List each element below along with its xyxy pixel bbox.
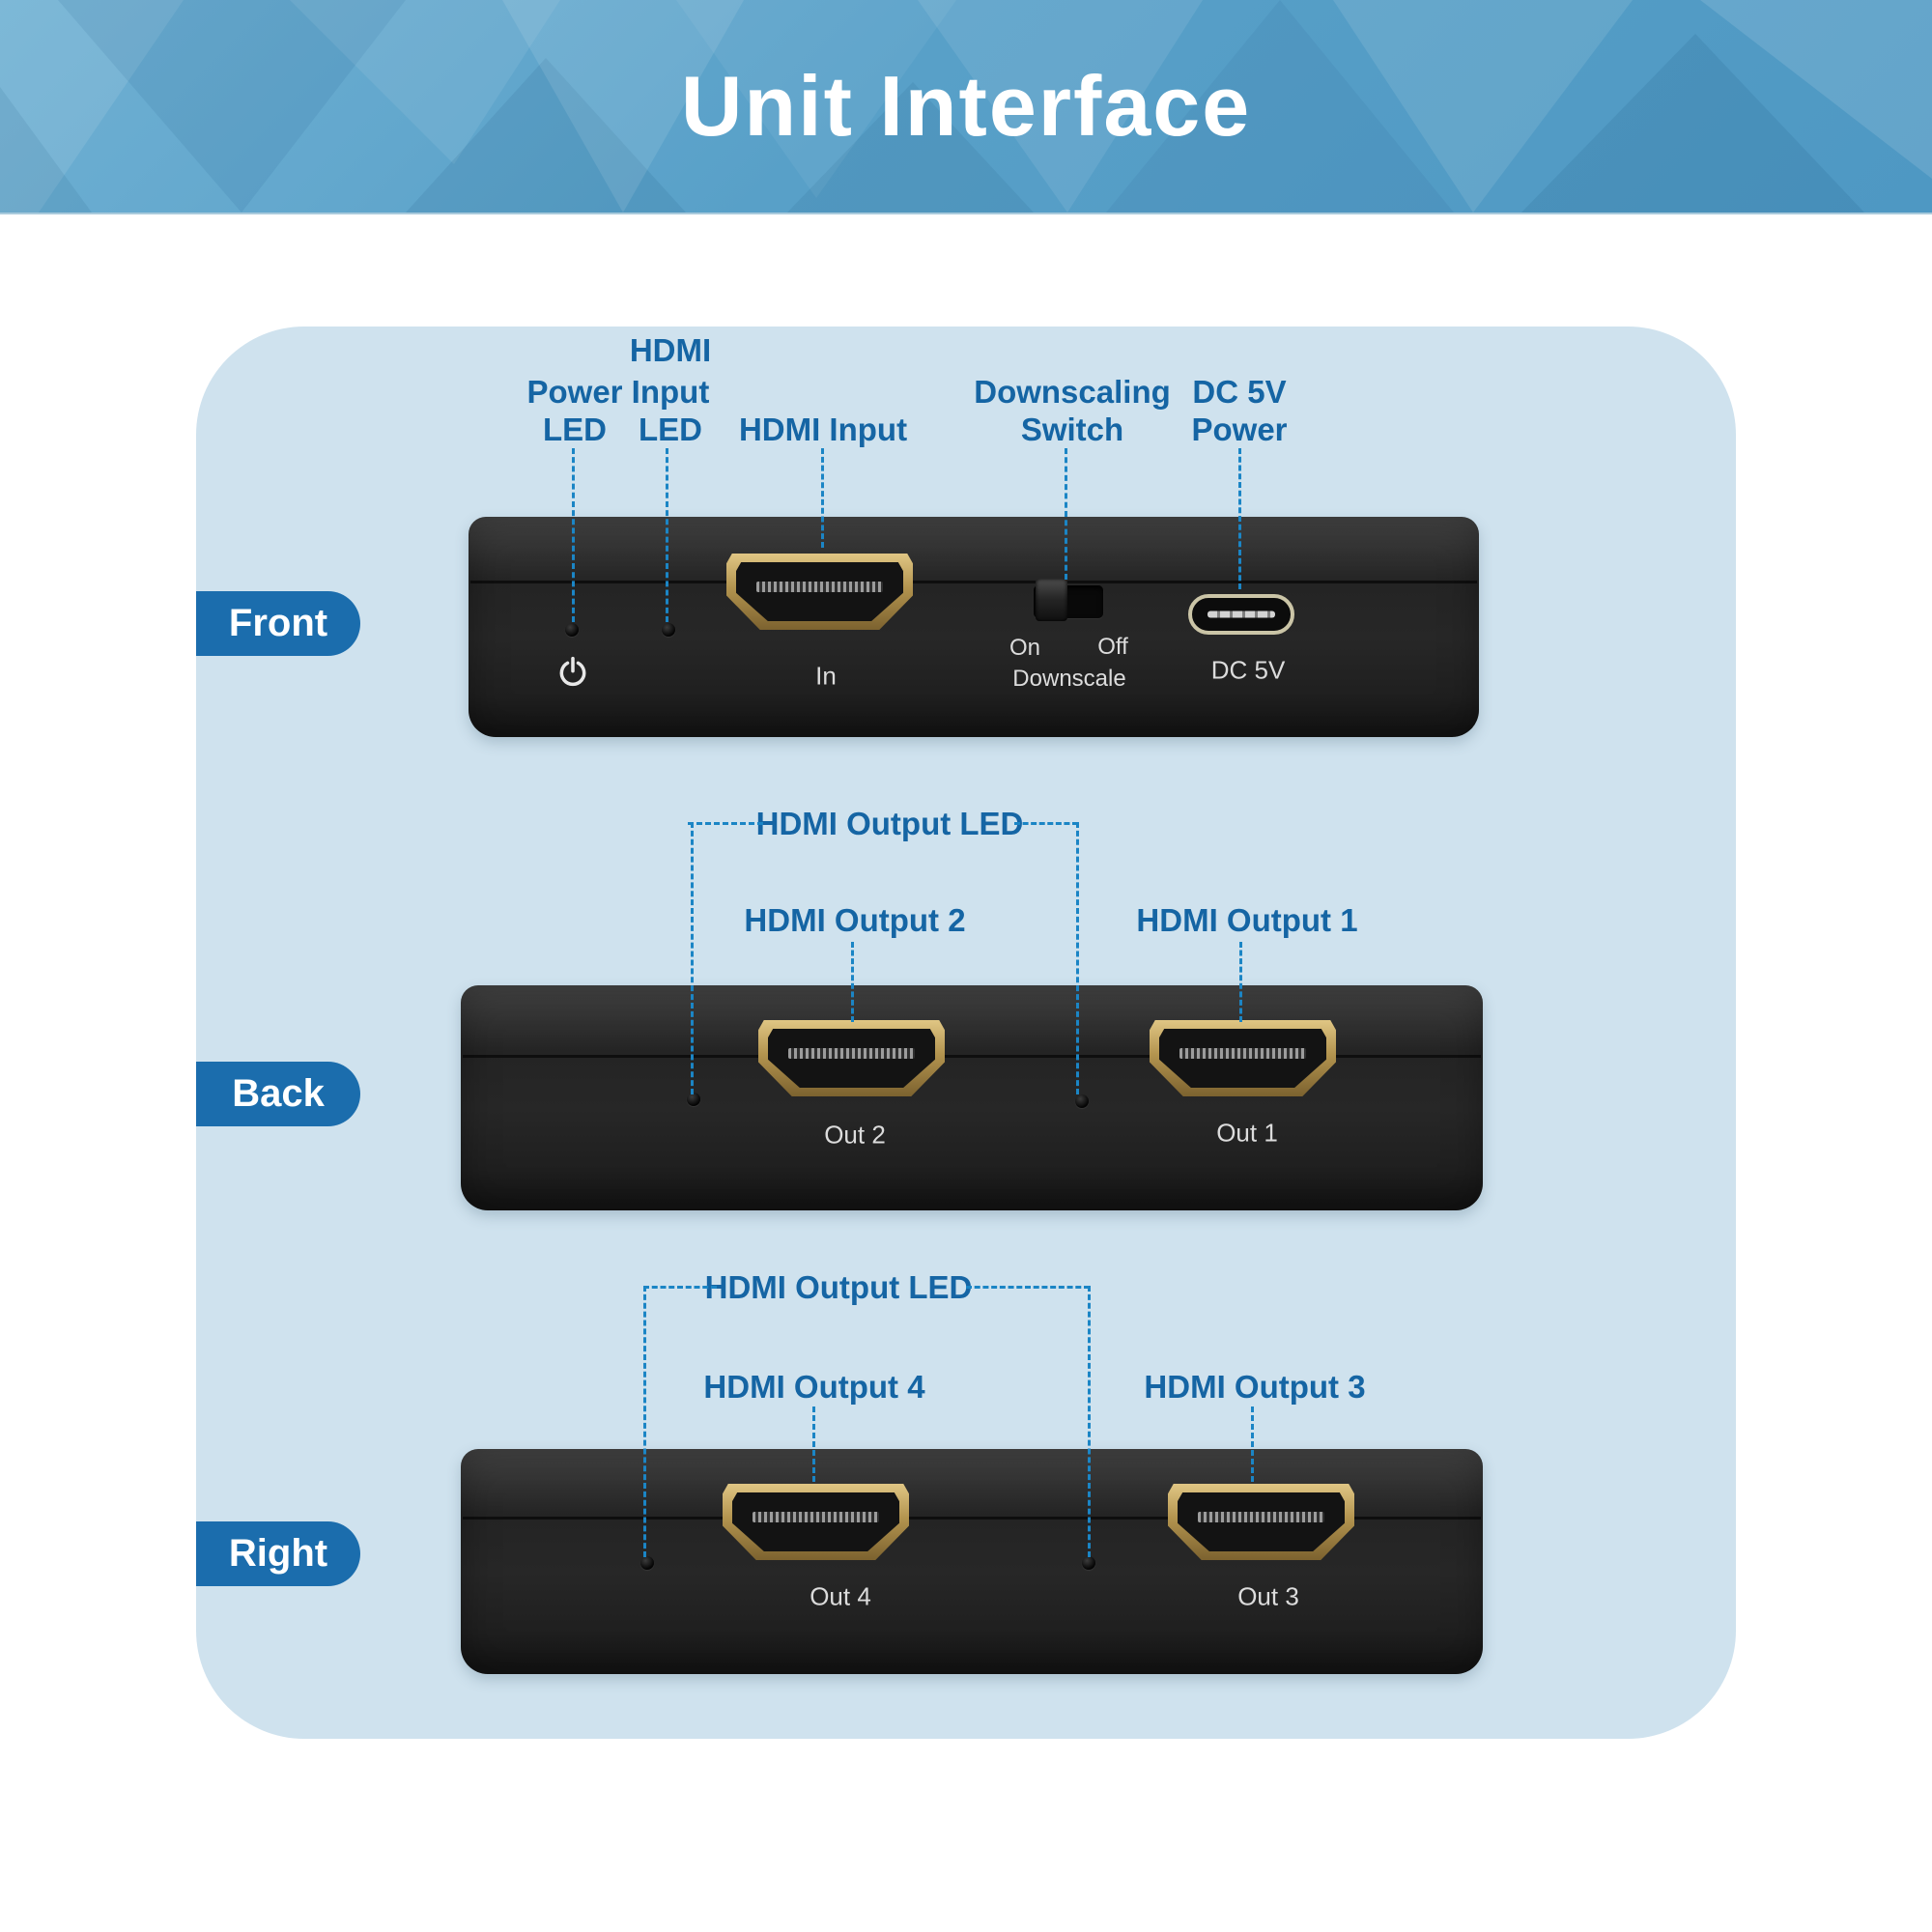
- page-title: Unit Interface: [680, 58, 1252, 154]
- device-front-view: In On Off Downscale DC 5V: [469, 517, 1479, 737]
- callout-downscaling-switch-line1: Downscaling: [974, 374, 1171, 410]
- leader-line-output-led-left: [691, 822, 694, 1094]
- callout-dc5v-power-line1: DC 5V: [1192, 374, 1287, 410]
- leader-line-hdmi-input: [821, 448, 824, 548]
- callout-hdmi-output4: HDMI Output 4: [703, 1369, 925, 1405]
- hdmi-output4-port-icon: [723, 1484, 909, 1560]
- leader-line-output-led-left-horizontal: [688, 822, 763, 825]
- leader-line-output-led-right-horizontal: [966, 1286, 1090, 1289]
- view-label-pill-right: Right: [196, 1521, 360, 1586]
- view-label-front: Front: [228, 602, 328, 644]
- callout-dc5v-power-line2: Power: [1191, 412, 1288, 447]
- leader-line-output-led-right: [1076, 822, 1079, 1094]
- hdmi-output1-led-hole: [1075, 1094, 1089, 1108]
- leader-line-hdmi-output4: [812, 1406, 815, 1482]
- port-label-dc5v: DC 5V: [1210, 655, 1286, 685]
- hdmi-output2-led-hole: [687, 1093, 700, 1106]
- hdmi-output1-port-icon: [1150, 1020, 1336, 1096]
- leader-line-output-led-right: [1088, 1286, 1091, 1557]
- hdmi-output4-led-hole: [640, 1556, 654, 1570]
- callout-hdmi-output-led-right: HDMI Output LED: [704, 1269, 973, 1305]
- leader-line-downscaling-switch: [1065, 448, 1067, 580]
- port-label-out3: Out 3: [1237, 1581, 1299, 1611]
- leader-line-output-led-left-horizontal: [643, 1286, 717, 1289]
- leader-line-output-led-left: [643, 1286, 646, 1557]
- toggle-knob: [1036, 579, 1067, 621]
- view-label-pill-back: Back: [196, 1062, 360, 1126]
- case-seam: [463, 1517, 1481, 1520]
- callout-downscaling-switch-line2: Switch: [1020, 412, 1124, 447]
- power-icon: [556, 656, 589, 697]
- device-right-view: Out 4 Out 3: [461, 1449, 1483, 1674]
- hdmi-output3-port-icon: [1168, 1484, 1354, 1560]
- callout-hdmi-input-led-line1: HDMI: [629, 332, 712, 368]
- leader-line-hdmi-output3: [1251, 1406, 1254, 1482]
- callout-hdmi-output2: HDMI Output 2: [744, 902, 966, 938]
- leader-line-dc5v-power: [1238, 448, 1241, 589]
- view-label-pill-front: Front: [196, 591, 360, 656]
- switch-label-off: Off: [1097, 634, 1128, 660]
- callout-hdmi-input-led-line3: LED: [639, 412, 702, 447]
- leader-line-hdmi-input-led: [666, 448, 668, 622]
- switch-label-on: On: [1009, 635, 1041, 661]
- callout-hdmi-output1: HDMI Output 1: [1136, 902, 1358, 938]
- device-back-view: Out 2 Out 1: [461, 985, 1483, 1210]
- callout-hdmi-output3: HDMI Output 3: [1144, 1369, 1366, 1405]
- callout-hdmi-input-led-line2: Input: [631, 374, 710, 410]
- leader-line-hdmi-output1: [1239, 942, 1242, 1022]
- callout-power-led-line1: Power: [526, 374, 623, 410]
- usb-c-power-port-icon: [1188, 594, 1294, 635]
- header-banner: Unit Interface: [0, 0, 1932, 214]
- leader-line-hdmi-output2: [851, 942, 854, 1022]
- callout-hdmi-output-led-back: HDMI Output LED: [755, 806, 1024, 841]
- leader-line-output-led-right-horizontal: [1014, 822, 1078, 825]
- switch-label-downscale: Downscale: [1012, 666, 1126, 692]
- view-label-back: Back: [232, 1072, 325, 1115]
- power-led-hole: [565, 623, 579, 637]
- callout-power-led-line2: LED: [543, 412, 607, 447]
- hdmi-input-port-icon: [726, 554, 913, 630]
- hdmi-input-led-hole: [662, 623, 675, 637]
- case-seam: [470, 581, 1477, 583]
- callout-hdmi-input: HDMI Input: [738, 412, 908, 447]
- port-label-in: In: [815, 661, 837, 691]
- banner-polygon-background: [0, 0, 1932, 213]
- view-label-right: Right: [228, 1532, 328, 1575]
- hdmi-output2-port-icon: [758, 1020, 945, 1096]
- port-label-out4: Out 4: [810, 1581, 871, 1611]
- port-label-out1: Out 1: [1216, 1118, 1278, 1148]
- leader-line-power-led: [572, 448, 575, 622]
- downscale-toggle-switch-icon: [1034, 579, 1103, 621]
- case-seam: [463, 1055, 1481, 1058]
- port-label-out2: Out 2: [824, 1120, 886, 1150]
- hdmi-output3-led-hole: [1082, 1556, 1095, 1570]
